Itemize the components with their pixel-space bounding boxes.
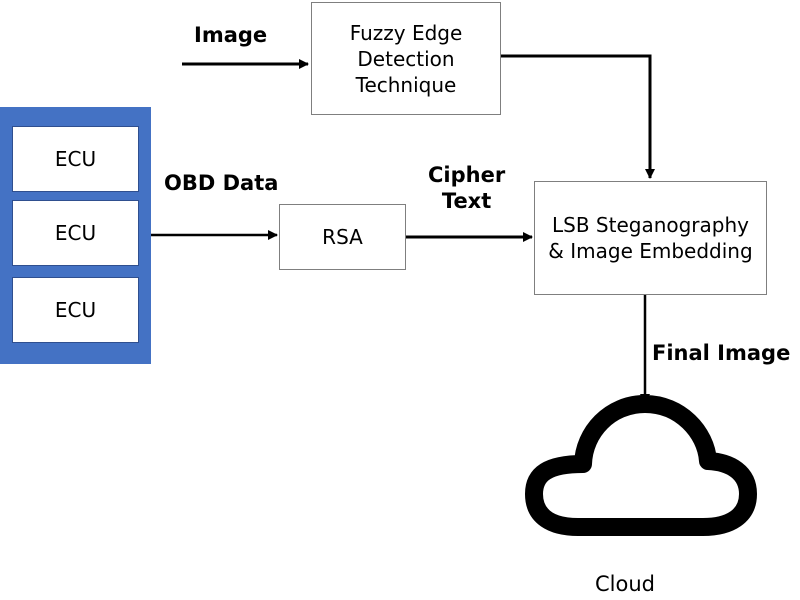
rsa-label: RSA (322, 225, 363, 249)
arrow-fuzzy-to-lsb (500, 54, 655, 179)
lsb-steganography-label: LSB Steganography & Image Embedding (548, 213, 753, 263)
rsa-box: RSA (279, 204, 406, 270)
cloud-icon (525, 395, 757, 536)
ecu-label: ECU (54, 147, 97, 171)
ecu-box: ECU (12, 277, 139, 343)
edge-label-cipher-text: Cipher Text (428, 163, 506, 214)
lsb-steganography-box: LSB Steganography & Image Embedding (534, 181, 767, 295)
edge-label-obd-data: OBD Data (164, 171, 279, 195)
fuzzy-edge-detection-box: Fuzzy Edge Detection Technique (311, 2, 501, 115)
ecu-group: ECU ECU ECU (0, 107, 151, 364)
ecu-label: ECU (54, 298, 97, 322)
ecu-label: ECU (54, 221, 97, 245)
edge-label-image: Image (194, 23, 268, 47)
cloud-label: Cloud (595, 572, 655, 596)
edge-label-final-image: Final Image (652, 341, 791, 365)
ecu-box: ECU (12, 126, 139, 192)
ecu-box: ECU (12, 200, 139, 266)
fuzzy-edge-detection-label: Fuzzy Edge Detection Technique (349, 20, 463, 97)
